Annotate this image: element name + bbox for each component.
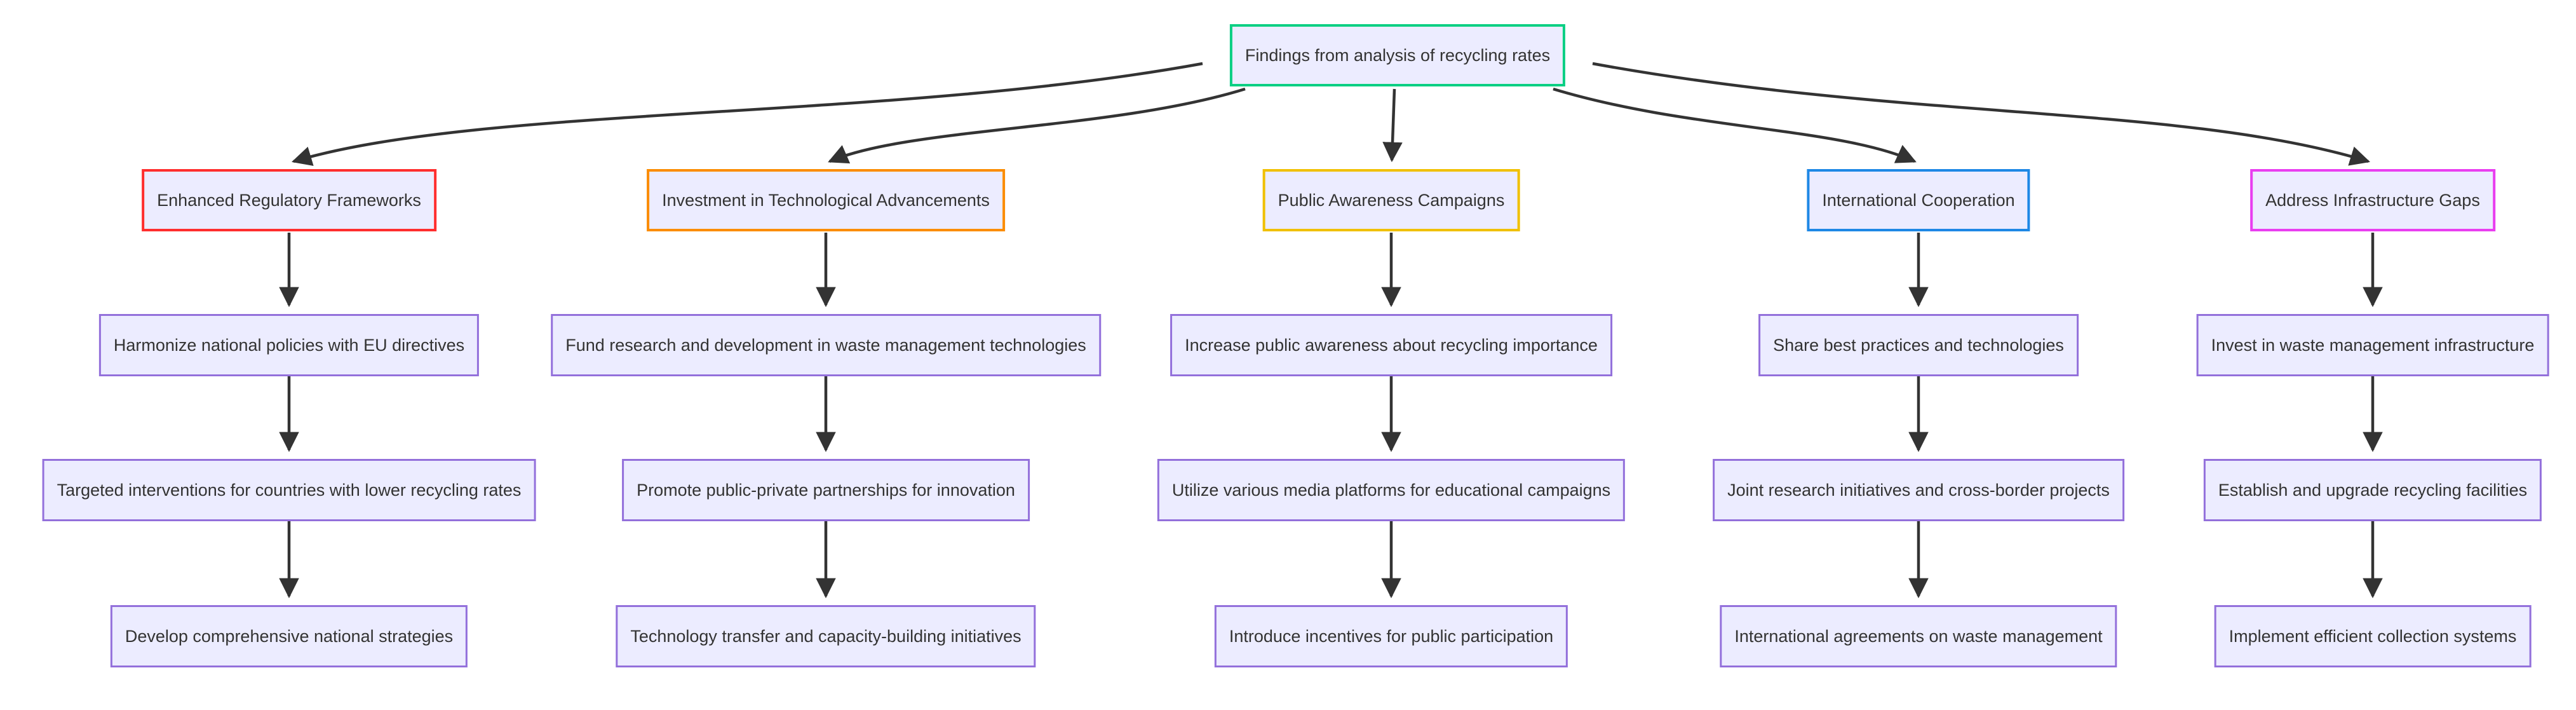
branch-node-public-awareness: Public Awareness Campaigns (1262, 169, 1520, 231)
child-node-5-1: Invest in waste management infrastructur… (2196, 314, 2549, 376)
edge-root-to-branch-5 (1592, 62, 2371, 166)
root-node: Findings from analysis of recycling rate… (1229, 24, 1566, 86)
child-node-4-1: Share best practices and technologies (1758, 314, 2079, 376)
child-node-4-2: Joint research initiatives and cross-bor… (1713, 459, 2124, 521)
edge-root-to-branch-4 (1553, 87, 1917, 163)
child-node-5-3: Implement efficient collection systems (2214, 605, 2532, 667)
branch-node-international-cooperation: International Cooperation (1807, 169, 2030, 231)
child-node-1-3: Develop comprehensive national strategie… (110, 605, 468, 667)
child-node-2-2: Promote public-private partnerships for … (622, 459, 1030, 521)
child-node-4-3: International agreements on waste manage… (1720, 605, 2117, 667)
child-node-3-3: Introduce incentives for public particip… (1214, 605, 1568, 667)
child-node-2-3: Technology transfer and capacity-buildin… (616, 605, 1036, 667)
edge-root-to-branch-1 (291, 62, 1203, 166)
edge-root-to-branch-2 (828, 87, 1246, 164)
branch-node-technological-advancements: Investment in Technological Advancements (647, 169, 1005, 231)
edge-root-to-branch-3 (1382, 88, 1403, 163)
child-node-5-2: Establish and upgrade recycling faciliti… (2203, 459, 2542, 521)
branch-node-regulatory-frameworks: Enhanced Regulatory Frameworks (142, 169, 436, 231)
child-node-1-2: Targeted interventions for countries wit… (42, 459, 536, 521)
child-node-3-2: Utilize various media platforms for educ… (1157, 459, 1626, 521)
child-node-2-1: Fund research and development in waste m… (551, 314, 1101, 376)
child-node-1-1: Harmonize national policies with EU dire… (98, 314, 480, 376)
branch-node-infrastructure-gaps: Address Infrastructure Gaps (2250, 169, 2495, 231)
child-node-3-1: Increase public awareness about recyclin… (1170, 314, 1612, 376)
